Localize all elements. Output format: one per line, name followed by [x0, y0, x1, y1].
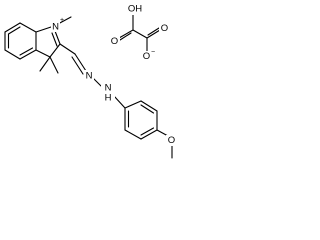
- svg-text:N: N: [52, 22, 59, 33]
- svg-text:H: H: [105, 93, 112, 104]
- atom-label-oxalate-o-minus: O −: [141, 49, 155, 62]
- structure-diagram: N + N N H O OH O O O −: [4, 3, 177, 159]
- atom-label-n-indolium: N +: [51, 17, 64, 33]
- pyrrole-ring: [35, 16, 72, 74]
- svg-text:O: O: [111, 36, 118, 47]
- svg-text:N: N: [86, 71, 93, 82]
- svg-text:N: N: [105, 83, 112, 94]
- atom-label-oxalate-o-carbonyl-2: O: [159, 23, 170, 34]
- svg-text:O: O: [168, 135, 175, 146]
- positive-charge: +: [60, 17, 64, 24]
- benzene-ring-indole: [4, 22, 37, 60]
- atom-label-hydrazone-nh: N H: [101, 83, 115, 104]
- atom-label-hydrazone-n1: N: [84, 70, 94, 82]
- svg-text:O: O: [143, 51, 150, 62]
- oxalate: [118, 14, 161, 52]
- negative-charge: −: [151, 49, 155, 56]
- atom-label-methoxy-o: O: [166, 135, 177, 146]
- hydrazone-chain: [59, 43, 126, 109]
- svg-text:O: O: [161, 23, 168, 34]
- svg-text:OH: OH: [128, 4, 142, 15]
- atom-label-oxalate-o-carbonyl-1: O: [109, 36, 120, 47]
- benzene-ring-methoxyphenyl: [124, 100, 173, 159]
- atom-label-oxalate-oh: OH: [126, 3, 144, 15]
